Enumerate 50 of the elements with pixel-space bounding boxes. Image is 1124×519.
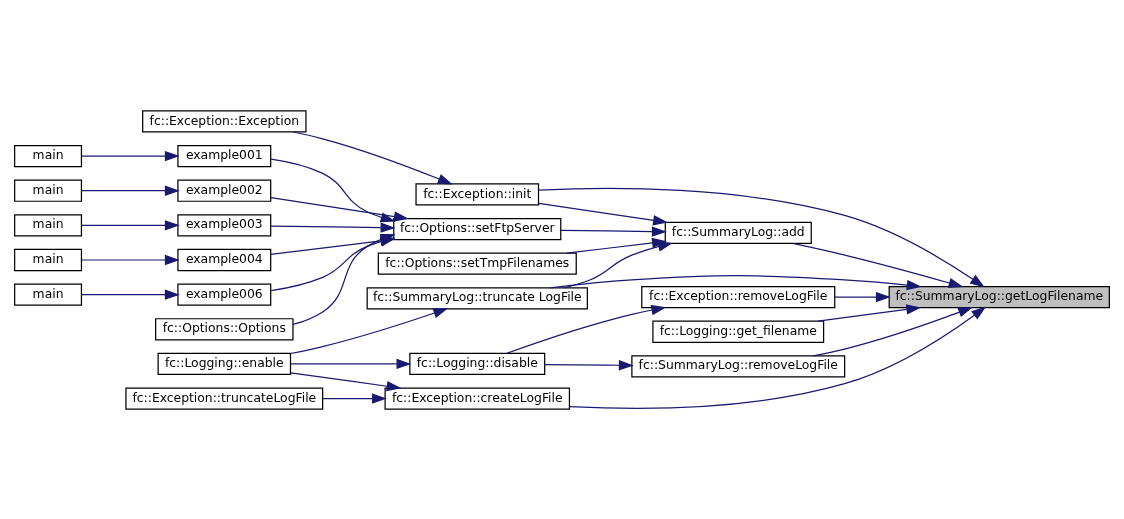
node-box: example001 (177, 144, 272, 167)
arrow (560, 225, 667, 237)
arrow (270, 158, 396, 222)
arrow (549, 274, 922, 290)
arrow (538, 202, 668, 225)
arrow (563, 241, 673, 288)
node-box: fc::SummaryLog::removeLogFile (631, 354, 846, 377)
node-box: fc::Exception::createLogFile (384, 386, 571, 410)
node-box: example003 (177, 213, 272, 236)
arrow (544, 359, 634, 370)
node-box: example006 (177, 283, 272, 306)
node-box: fc::Logging::enable (157, 352, 292, 375)
arrow (80, 219, 180, 231)
arrow (80, 254, 180, 265)
arrow (270, 196, 409, 222)
arrow (80, 288, 180, 300)
node-box: fc::Exception::init (415, 182, 540, 206)
arrow (812, 306, 974, 356)
node-box: example002 (177, 179, 272, 202)
node-box: example004 (177, 248, 272, 271)
node-box: main (14, 213, 83, 236)
arrow (568, 306, 987, 409)
node-box: main (14, 283, 83, 306)
node-box: fc::Logging::disable (409, 352, 546, 375)
arrow (289, 307, 449, 354)
node-box: fc::SummaryLog::add (664, 221, 812, 244)
node-box: main (14, 144, 83, 167)
node-box: fc::Options::setFtpServer (393, 217, 562, 240)
arrow (80, 150, 180, 161)
arrow (80, 185, 180, 196)
arrow (506, 304, 667, 354)
node-box: fc::Exception::removeLogFile (641, 285, 836, 308)
node-box: fc::Exception::truncateLogFile (125, 386, 324, 410)
node-box: fc::Logging::get_filename (652, 320, 825, 343)
arrow (538, 187, 985, 287)
arrow (791, 242, 964, 288)
node-box: main (14, 248, 83, 271)
node-box: main (14, 179, 83, 202)
node-box: fc::Options::setTmpFilenames (377, 252, 577, 275)
node-box: fc::SummaryLog::getLogFilename (888, 285, 1110, 308)
node-box: fc::Exception::Exception (142, 109, 307, 133)
arrow (290, 371, 402, 391)
arrow (834, 291, 891, 302)
node-box: fc::SummaryLog::truncate LogFile (366, 286, 588, 309)
arrow (322, 392, 387, 404)
arrow (292, 130, 453, 185)
arrow (817, 303, 922, 322)
arrow (270, 221, 396, 233)
node-box: fc::Options::Options (155, 317, 294, 340)
arrow (290, 358, 412, 369)
